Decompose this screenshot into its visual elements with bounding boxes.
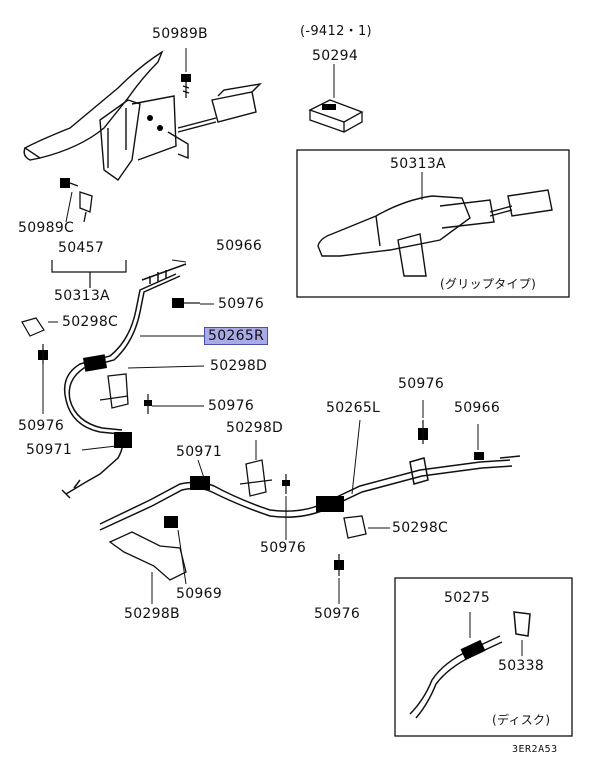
label-50457: 50457 [58,240,105,256]
clip-50966-right [474,452,484,460]
label-date-range: (-9412・1) [300,24,372,39]
label-50294: 50294 [312,48,359,64]
label-50298c-right: 50298C [392,520,449,536]
label-grip-type: (グリップタイプ) [440,277,537,291]
label-50275: 50275 [444,590,491,606]
disc-frame [394,577,573,737]
cable-50265r [61,263,187,499]
label-50971-left: 50971 [26,442,73,458]
grip-type-frame [296,149,570,298]
bracket-50294 [308,99,364,133]
label-50265l: 50265L [326,400,381,416]
label-disc: (ディスク) [492,713,551,727]
label-50313a: 50313A [54,288,110,304]
drawing-code: 3ER2A53 [512,744,558,755]
label-50338: 50338 [498,658,545,674]
bolt-50989b [181,74,191,98]
bolt-50976-low [334,554,344,576]
cable-50265l [99,455,521,531]
bolt-50976-a [172,298,200,308]
label-50976-a: 50976 [218,296,265,312]
bolt-50976-mid [282,474,290,494]
bolt-50976-right [418,420,428,444]
label-50298b: 50298B [124,606,180,622]
clamp-50298d-a [99,373,129,409]
label-50976-left: 50976 [18,418,65,434]
label-50976-low: 50976 [314,606,361,622]
label-50298c-top: 50298C [62,314,119,330]
bolt-50976-left [38,344,48,364]
label-50313a-grip: 50313A [390,156,446,172]
label-50976-mid: 50976 [260,540,307,556]
label-50966-top: 50966 [216,238,263,254]
label-50265r-highlighted: 50265R [204,327,269,345]
bracket-50298b [108,531,187,581]
label-50989b: 50989B [152,26,208,42]
clip-50298c-top [21,317,45,337]
label-50989c: 50989C [18,220,75,236]
small-parts-50989c-50457 [60,178,93,223]
disc-cable [409,611,531,719]
label-50966-right: 50966 [454,400,501,416]
label-50976-b: 50976 [208,398,255,414]
bolt-50976-b [144,394,152,414]
clamp-50298d-b [239,459,273,497]
label-50298d-a: 50298D [210,358,268,374]
grip-type-lever [317,189,553,277]
label-50971-mid: 50971 [176,444,223,460]
label-50969: 50969 [176,586,223,602]
label-50298d-b: 50298D [226,420,284,436]
nut-50969 [164,516,178,528]
leader-lines [42,48,523,656]
clamp-50298c-right [343,515,367,539]
parking-lever-assembly [23,50,263,181]
label-50976-right: 50976 [398,376,445,392]
